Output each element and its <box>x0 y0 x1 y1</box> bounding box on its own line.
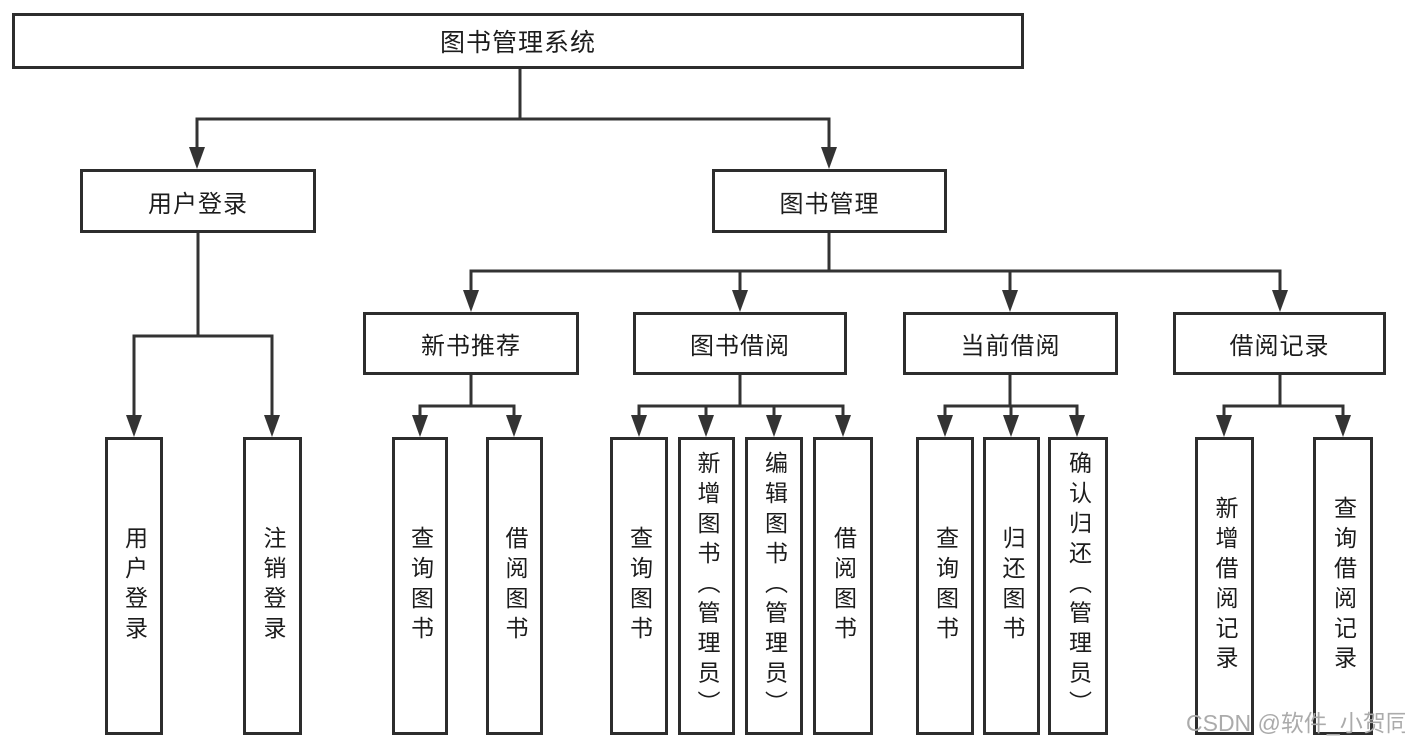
node-label: 用户登录 <box>148 190 248 218</box>
node-label: 图书管理 <box>779 190 880 218</box>
leaf-query-book-2: 查询图书 <box>610 437 668 735</box>
leaf-user-login: 用户登录 <box>105 437 163 735</box>
leaf-label: 用户登录 <box>121 526 148 646</box>
node-book-management-branch: 图书管理 <box>712 169 947 233</box>
leaf-edit-book-admin: 编辑图书（管理员） <box>745 437 803 735</box>
node-label: 借阅记录 <box>1229 333 1330 360</box>
leaf-borrow-book-2: 借阅图书 <box>813 437 873 735</box>
node-book-management-system: 图书管理系统 <box>12 13 1024 69</box>
node-label: 新书推荐 <box>421 333 521 360</box>
leaf-label: 查询图书 <box>932 526 959 646</box>
node-label: 当前借阅 <box>960 333 1061 360</box>
leaf-label: 借阅图书 <box>502 526 528 646</box>
node-book-borrow: 图书借阅 <box>633 312 847 375</box>
connector-bookmgmt-to-level3 <box>469 230 1282 295</box>
connector-userlogin-to-leaves <box>132 230 274 420</box>
leaf-borrow-book-1: 借阅图书 <box>486 437 543 735</box>
arrowheads <box>126 147 1351 437</box>
leaf-query-book-1: 查询图书 <box>392 437 448 735</box>
leaf-logout: 注销登录 <box>243 437 302 735</box>
node-new-book-recommend: 新书推荐 <box>363 312 579 375</box>
leaf-label: 借阅图书 <box>830 526 857 646</box>
node-label: 图书管理系统 <box>439 29 596 57</box>
connector-borrowrecord-to-leaves <box>1222 373 1345 420</box>
leaf-label: 归还图书 <box>999 526 1025 646</box>
node-borrow-record: 借阅记录 <box>1173 312 1386 375</box>
leaf-query-borrow-record: 查询借阅记录 <box>1313 437 1373 735</box>
leaf-add-book-admin: 新增图书（管理员） <box>678 437 735 735</box>
leaf-add-borrow-record: 新增借阅记录 <box>1195 437 1254 735</box>
leaf-label: 新增图书（管理员） <box>694 451 720 721</box>
leaf-label: 注销登录 <box>260 526 286 646</box>
leaf-label: 编辑图书（管理员） <box>761 451 788 721</box>
leaf-label: 新增借阅记录 <box>1212 496 1238 676</box>
leaf-label: 查询图书 <box>626 526 653 646</box>
leaf-confirm-return-admin: 确认归还（管理员） <box>1048 437 1108 735</box>
leaf-label: 查询图书 <box>407 526 434 646</box>
connector-newbook-to-leaves <box>418 373 516 420</box>
node-user-login-branch: 用户登录 <box>80 169 316 233</box>
csdn-watermark: CSDN @软件_小贺同学 <box>1186 710 1405 736</box>
leaf-query-book-3: 查询图书 <box>916 437 974 735</box>
leaf-label: 查询借阅记录 <box>1330 496 1357 676</box>
node-label: 图书借阅 <box>690 333 790 360</box>
connector-root-to-level2 <box>195 66 831 152</box>
connector-currentborrow-to-leaves <box>943 373 1079 420</box>
node-current-borrow: 当前借阅 <box>903 312 1118 375</box>
leaf-return-book: 归还图书 <box>983 437 1040 735</box>
leaf-label: 确认归还（管理员） <box>1065 451 1092 721</box>
connector-bookborrow-to-leaves <box>637 373 845 420</box>
